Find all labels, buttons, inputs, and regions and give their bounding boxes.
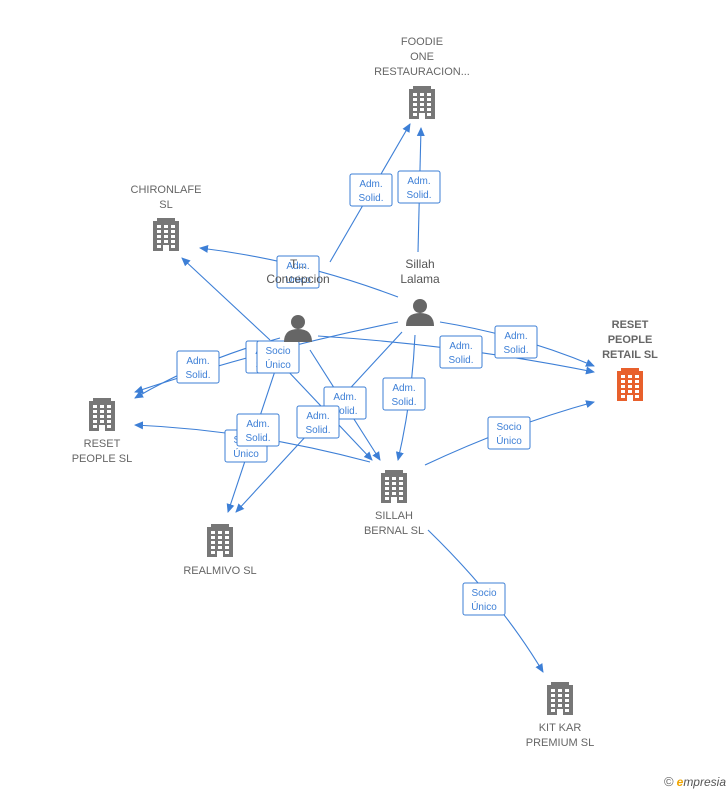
company-label: KIT KAR bbox=[539, 722, 582, 734]
building-icon bbox=[617, 368, 643, 401]
relation-text: Socio bbox=[471, 588, 496, 599]
brand-initial: e bbox=[676, 775, 684, 789]
relation-text: Solid. bbox=[406, 190, 431, 201]
company-node-foodie[interactable]: FOODIE ONE RESTAURACION... bbox=[374, 36, 470, 119]
person-node-t-concepcion[interactable]: T...Concepcion bbox=[266, 257, 330, 342]
relation-text: Solid. bbox=[358, 193, 383, 204]
relation-labels: Adm.Solid.Adm.Solid.Adm.UnicoAdm.Solid.A… bbox=[176, 170, 538, 616]
relation-text: Solid. bbox=[305, 425, 330, 436]
relation-text: Solid. bbox=[245, 433, 270, 444]
relation-label-r4: Adm. Solid. bbox=[439, 335, 483, 369]
company-label: RETAIL SL bbox=[602, 349, 658, 361]
relation-text: Único bbox=[265, 358, 291, 371]
company-label: RESET bbox=[84, 438, 121, 450]
relation-label-r5: Adm. Solid. bbox=[494, 325, 538, 359]
relation-text: Adm. bbox=[286, 261, 309, 272]
relation-text: Solid. bbox=[391, 397, 416, 408]
company-label: SILLAH bbox=[375, 510, 413, 522]
company-label: PEOPLE SL bbox=[72, 453, 133, 465]
relation-text: Socio bbox=[496, 422, 521, 433]
person-label: Concepcion bbox=[266, 272, 329, 286]
person-label: T... bbox=[290, 257, 306, 271]
brand-name: mpresia bbox=[683, 775, 726, 789]
relation-label-r13: Adm. Solid. bbox=[296, 405, 340, 439]
relation-text: Socio bbox=[265, 346, 290, 357]
company-label: RESET bbox=[612, 319, 649, 331]
company-label: FOODIE bbox=[401, 36, 443, 48]
relation-text: Único bbox=[233, 447, 259, 460]
person-label: Lalama bbox=[400, 272, 440, 286]
company-label: ONE bbox=[410, 51, 434, 63]
relation-text: Adm. bbox=[246, 419, 269, 430]
relation-text: Solid. bbox=[448, 355, 473, 366]
relation-label-r2: Adm. Solid. bbox=[397, 170, 441, 204]
relation-text: Adm. bbox=[407, 176, 430, 187]
company-node-sillah-bernal[interactable]: SILLAH BERNAL SL bbox=[364, 470, 424, 537]
relation-text: Solid. bbox=[503, 345, 528, 356]
person-icon bbox=[406, 299, 434, 326]
relation-text: Único bbox=[496, 434, 522, 447]
relation-label-r6: Adm. Solid. bbox=[176, 350, 220, 384]
company-label: BERNAL SL bbox=[364, 525, 424, 537]
company-nodes: FOODIE ONE RESTAURACION... CHIRONLAFE SL RESE… bbox=[72, 36, 658, 749]
relation-label-r10: Adm. Solid. bbox=[382, 377, 426, 411]
relation-label-r3: Adm. Unico bbox=[276, 255, 320, 289]
company-label: CHIRONLAFE bbox=[131, 184, 202, 196]
relation-text: Unico bbox=[285, 275, 311, 286]
relation-text: Solid. bbox=[332, 406, 357, 417]
relation-text: Adm. bbox=[359, 179, 382, 190]
relation-text: Adm. bbox=[392, 383, 415, 394]
relation-text: Adm. bbox=[186, 356, 209, 367]
company-label: SL bbox=[159, 199, 172, 211]
edge-concepcion-chironlafe bbox=[181, 257, 271, 341]
relation-text: Adm. bbox=[333, 392, 356, 403]
person-label: Sillah bbox=[405, 257, 434, 271]
company-label: REALMIVO SL bbox=[183, 565, 256, 577]
company-label: PEOPLE bbox=[608, 334, 653, 346]
building-icon bbox=[409, 86, 435, 119]
company-node-kitkar[interactable]: KIT KAR PREMIUM SL bbox=[526, 682, 594, 749]
relation-text: Adm. bbox=[449, 341, 472, 352]
company-node-reset-people[interactable]: RESET PEOPLE SL bbox=[72, 398, 133, 465]
relation-label-r12: Adm. Solid. bbox=[236, 413, 280, 447]
company-label: PREMIUM SL bbox=[526, 737, 594, 749]
company-node-realmivo[interactable]: REALMIVO SL bbox=[183, 524, 257, 577]
relation-label-r1: Adm. Solid. bbox=[349, 173, 393, 207]
building-icon bbox=[547, 682, 573, 715]
person-icon bbox=[284, 315, 312, 342]
company-node-reset-retail[interactable]: RESET PEOPLE RETAIL SL bbox=[602, 319, 658, 401]
relation-text: Único bbox=[471, 600, 497, 613]
footer-brand: ©empresia bbox=[664, 774, 726, 789]
relation-text: Adm. bbox=[504, 331, 527, 342]
building-icon bbox=[381, 470, 407, 503]
relation-text: Solid. bbox=[185, 370, 210, 381]
company-label: RESTAURACION... bbox=[374, 66, 470, 78]
building-icon bbox=[153, 218, 179, 251]
relation-text: Adm. bbox=[306, 411, 329, 422]
building-icon bbox=[89, 398, 115, 431]
company-node-chironlafe[interactable]: CHIRONLAFE SL bbox=[131, 184, 202, 251]
building-icon bbox=[207, 524, 233, 557]
copyright-symbol: © bbox=[664, 774, 674, 789]
